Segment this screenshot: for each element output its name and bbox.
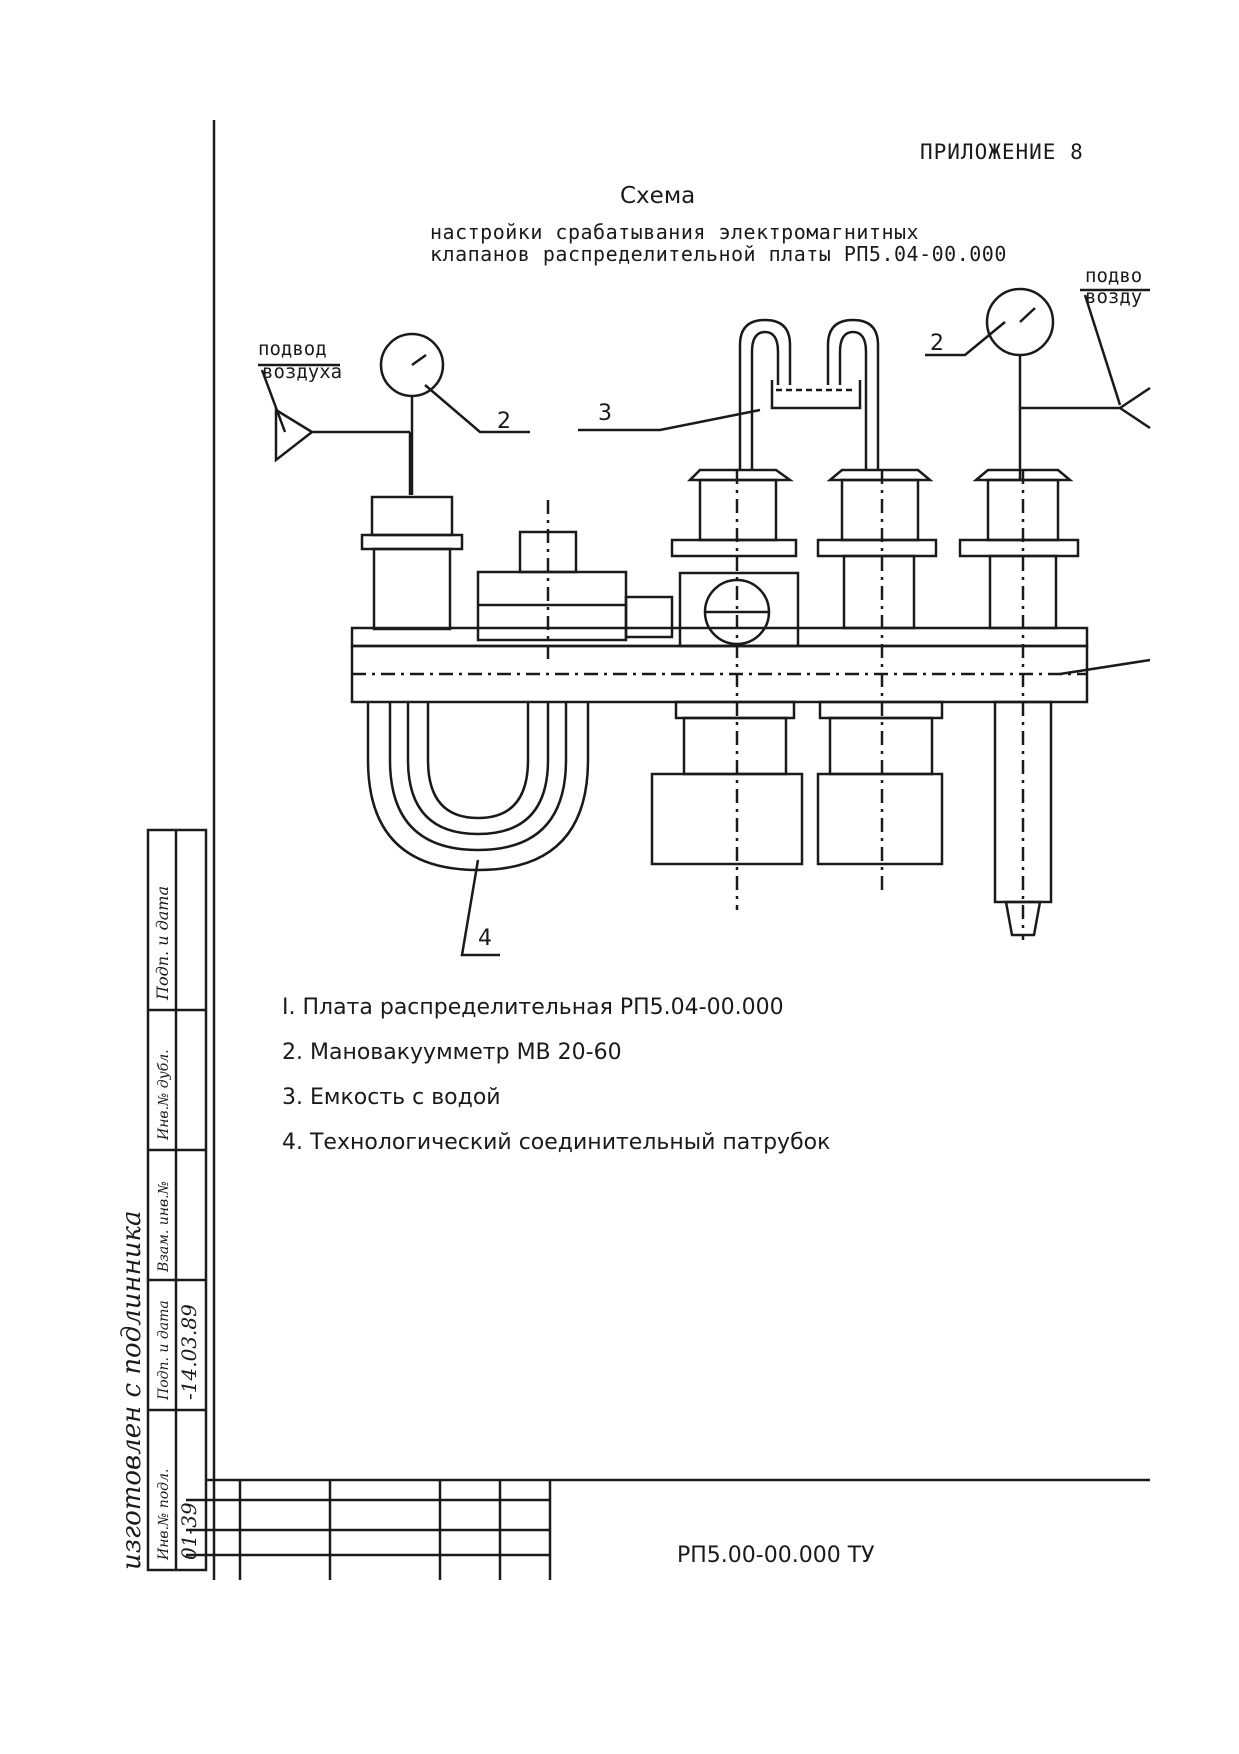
air-supply-right-label-2: возду: [1085, 286, 1142, 308]
stamp-podp-data-top: Подп. и дата: [153, 886, 172, 1001]
stamp-vertical-text: изготовлен с подлинника: [117, 1210, 147, 1570]
stamp-date-value: -14.03.89: [177, 1304, 201, 1400]
scheme-subtitle-line2: клапанов распределительной платы РП5.04-…: [430, 242, 1007, 266]
legend-item-1: I. Плата распределительная РП5.04-00.000: [282, 995, 784, 1020]
stamp-inv-podl: Инв.№ подл.: [156, 1469, 172, 1561]
scheme-title: Схема: [620, 183, 696, 209]
distribution-plate-top: [350, 626, 1089, 648]
legend-item-4: 4. Технологический соединительный патруб…: [282, 1130, 831, 1155]
air-supply-left-label-2: воздуха: [262, 361, 342, 383]
stamp-vzam-inv: Взам. инв.№: [156, 1181, 172, 1273]
distribution-plate: [350, 644, 1089, 704]
stamp-number-value: 01-39: [177, 1502, 201, 1560]
appendix-label: ПРИЛОЖЕНИЕ 8: [920, 140, 1084, 164]
callout-2-left: 2: [497, 409, 511, 434]
u-tube-right: [826, 318, 880, 470]
water-vessel: [770, 380, 862, 410]
legend-item-2: 2. Мановакуумметр МВ 20-60: [282, 1040, 622, 1065]
callout-3: 3: [598, 401, 612, 426]
stamp-podp-data: Подп. и дата: [156, 1300, 172, 1401]
u-tube-left: [738, 318, 792, 470]
callout-4: 4: [478, 926, 492, 951]
connector-pipe-outer: [366, 702, 590, 872]
air-supply-left-label-1: подвод: [258, 338, 327, 360]
air-supply-right-label-1: подво: [1085, 265, 1142, 287]
scheme-subtitle-line1: настройки срабатывания электромагнитных: [430, 220, 920, 244]
air-supply-left-triangle: [274, 407, 315, 463]
stamp-inv-dup: Инв.№ дубл.: [156, 1049, 172, 1141]
legend-item-3: 3. Емкость с водой: [282, 1085, 501, 1110]
callout-2-right: 2: [930, 331, 944, 356]
document-code: РП5.00-00.000 ТУ: [677, 1543, 875, 1568]
